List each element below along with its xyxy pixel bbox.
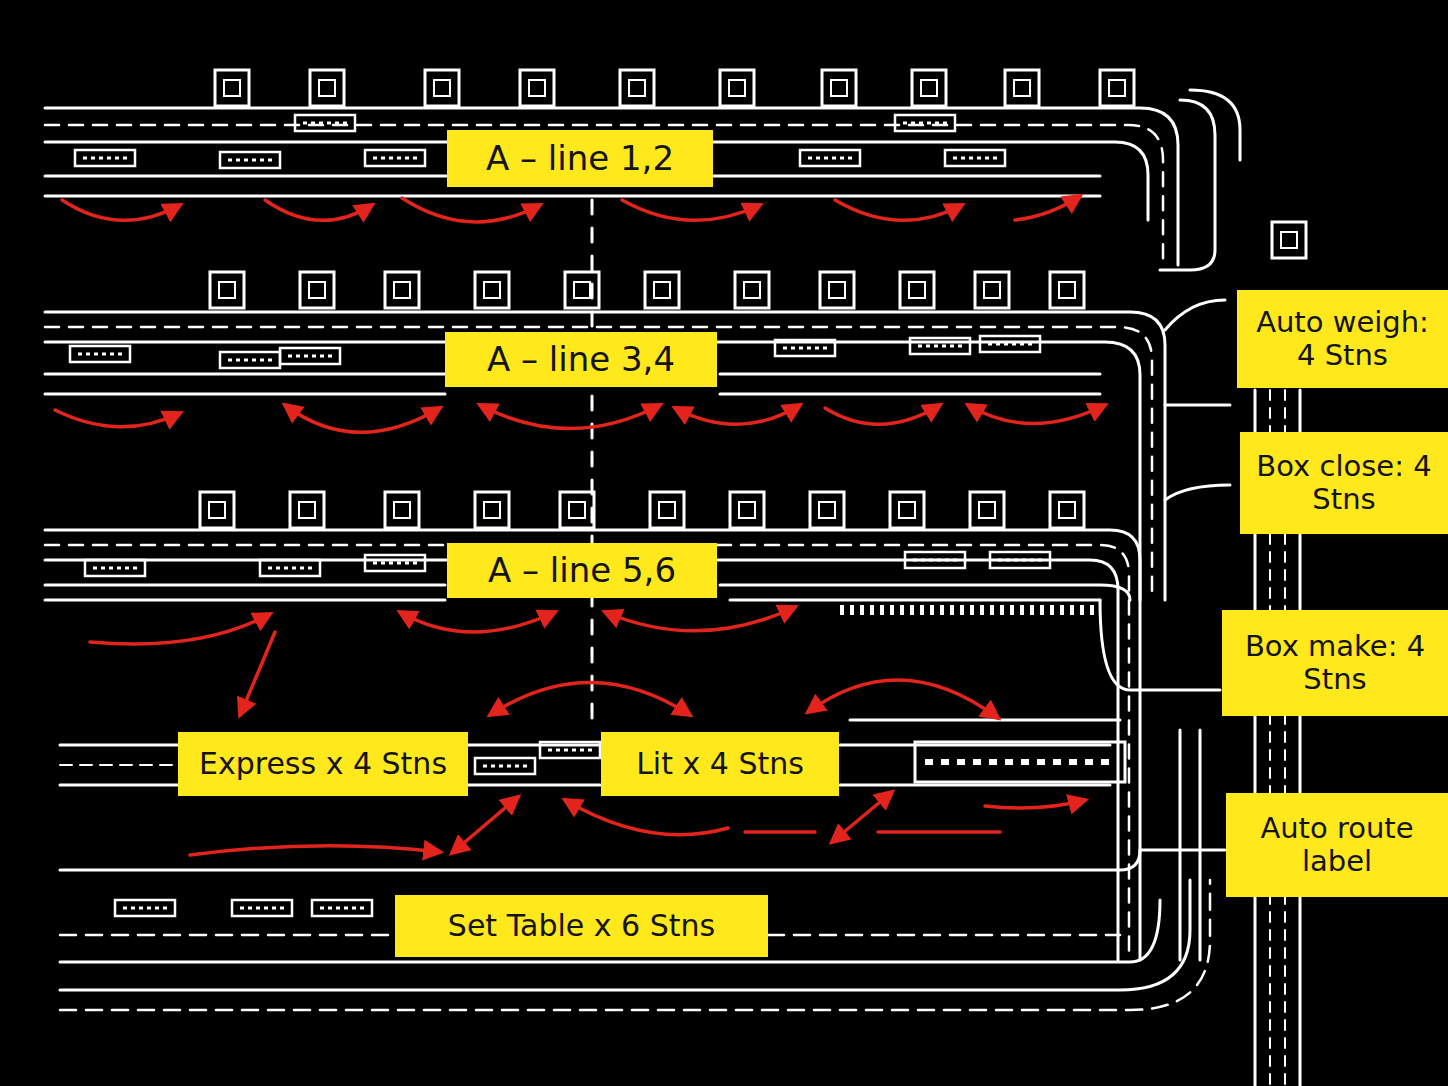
station-label: A – line 5,6 bbox=[447, 543, 717, 598]
label-text: A – line 5,6 bbox=[488, 551, 676, 590]
conveyor-lines bbox=[45, 90, 1300, 1086]
label-text: A – line 3,4 bbox=[487, 340, 675, 379]
machines bbox=[70, 115, 1125, 916]
label-text: Auto weigh: 4 Stns bbox=[1245, 306, 1440, 373]
station-label: A – line 1,2 bbox=[447, 130, 713, 187]
label-text: Box close: 4 Stns bbox=[1248, 450, 1440, 517]
station-label: Auto route label bbox=[1226, 793, 1448, 897]
label-text: Set Table x 6 Stns bbox=[448, 909, 715, 944]
station-label: Express x 4 Stns bbox=[178, 732, 468, 796]
label-text: Box make: 4 Stns bbox=[1230, 630, 1440, 697]
station-label: Set Table x 6 Stns bbox=[395, 895, 768, 957]
station-label: Box close: 4 Stns bbox=[1240, 432, 1448, 534]
label-text: Express x 4 Stns bbox=[199, 747, 447, 782]
label-text: Auto route label bbox=[1234, 812, 1440, 879]
label-text: A – line 1,2 bbox=[486, 139, 674, 178]
flow-arrows bbox=[55, 196, 1105, 855]
station-label: A – line 3,4 bbox=[445, 332, 717, 387]
station-label: Lit x 4 Stns bbox=[601, 732, 839, 796]
station-label: Box make: 4 Stns bbox=[1222, 610, 1448, 716]
station-label: Auto weigh: 4 Stns bbox=[1237, 290, 1448, 388]
pack-stations bbox=[200, 70, 1306, 528]
label-text: Lit x 4 Stns bbox=[636, 747, 804, 782]
